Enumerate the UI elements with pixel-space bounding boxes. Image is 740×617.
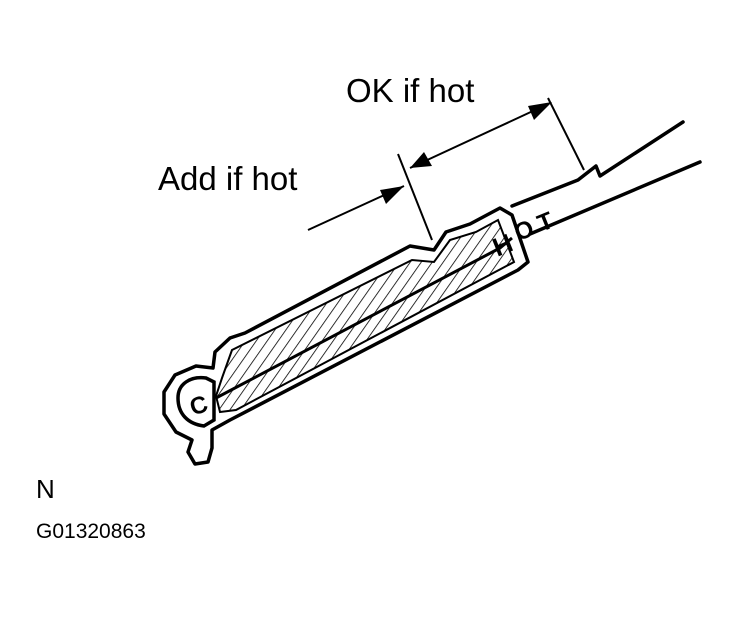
shaft-lower-edge <box>528 160 702 236</box>
ok-hot-arrow-line <box>409 103 549 169</box>
ok-if-hot-label: OK if hot <box>346 72 475 109</box>
add-hot-leader <box>397 153 433 241</box>
figure-code: G01320863 <box>36 520 146 543</box>
cold-end-ring <box>176 375 216 428</box>
oil-hatch <box>214 218 516 414</box>
ok-hot-arrowhead-right <box>528 102 552 120</box>
view-letter: N <box>36 474 55 504</box>
add-hot-arrowhead <box>380 186 404 204</box>
ok-hot-arrowhead-left <box>410 152 432 168</box>
blade-inner-edge <box>215 236 513 400</box>
add-if-hot-label: Add if hot <box>158 160 298 197</box>
ok-hot-leader-right <box>547 97 585 171</box>
shaft-upper-edge <box>510 120 685 208</box>
arrowheads <box>380 102 552 204</box>
dipstick-shaft <box>510 120 702 236</box>
